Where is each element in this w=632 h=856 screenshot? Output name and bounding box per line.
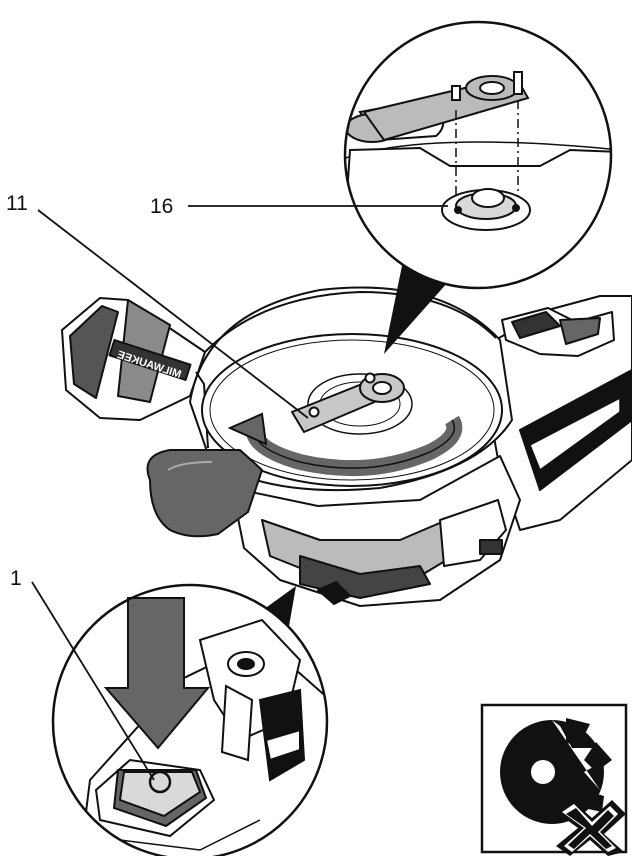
no-wheel-disc-icon (480, 703, 628, 856)
callout-label-11: 11 (6, 192, 28, 215)
callout-label-1: 1 (10, 567, 22, 590)
top-detail-view (343, 20, 613, 290)
callout-16: 16 (150, 195, 448, 218)
rotation-arrowhead (227, 412, 268, 446)
callout-1: 1 (10, 567, 155, 781)
callout-11: 11 (6, 192, 309, 419)
callout-label-16: 16 (150, 195, 173, 218)
angle-grinder: MILWAUKEE (61, 286, 632, 607)
bottom-detail-pointer (260, 586, 296, 632)
press-down-arrow (103, 597, 211, 750)
bottom-detail-view (51, 583, 329, 856)
